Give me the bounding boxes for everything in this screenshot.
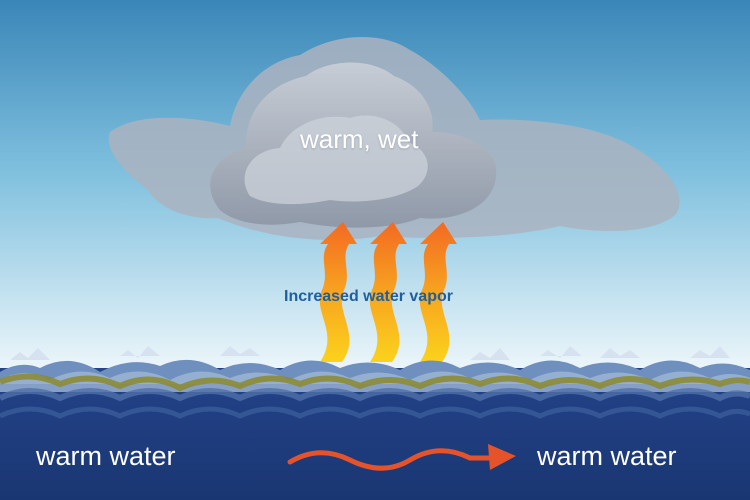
warm-water-label-left: warm water — [36, 441, 176, 471]
vapor-arrow-1 — [319, 222, 357, 362]
algae-band — [0, 373, 750, 392]
warm-water-label-right: warm water — [537, 441, 677, 471]
water-vapor-label: Increased water vapor — [284, 288, 453, 305]
current-arrow — [287, 444, 516, 471]
cloud-label: warm, wet — [300, 124, 419, 154]
vapor-arrow-3 — [419, 222, 457, 362]
cloud — [108, 36, 680, 240]
vapor-arrow-2 — [369, 222, 407, 362]
